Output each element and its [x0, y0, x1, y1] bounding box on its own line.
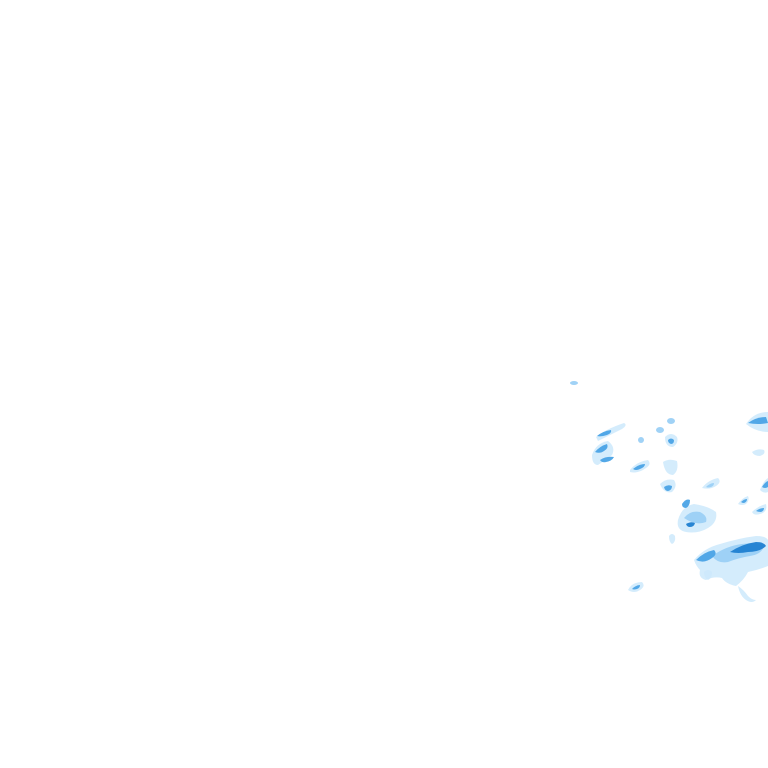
precip-cell: [597, 430, 612, 437]
precip-cell: [633, 464, 645, 470]
precip-cell: [595, 444, 608, 453]
precip-cell: [738, 586, 756, 602]
precip-cell: [632, 585, 640, 590]
precip-cell: [704, 570, 712, 580]
precip-cell: [664, 485, 672, 491]
precip-cell: [696, 550, 716, 562]
precip-cell: [669, 534, 676, 544]
precip-cell: [663, 459, 678, 475]
precip-cell: [638, 437, 644, 443]
precip-cell: [702, 478, 720, 489]
precip-cell: [656, 427, 664, 433]
precip-cell: [686, 522, 695, 527]
precip-cell: [762, 481, 768, 488]
precip-cell: [748, 417, 768, 424]
precip-cell: [684, 511, 707, 524]
precip-cell: [756, 508, 764, 512]
precip-cell: [592, 441, 614, 465]
precip-cell: [730, 542, 766, 553]
precip-cell: [752, 449, 765, 456]
precip-cell: [668, 438, 674, 444]
precip-cell: [667, 418, 675, 424]
precip-cell: [741, 499, 747, 503]
precip-cell: [706, 483, 714, 488]
precipitation-layer: [570, 381, 768, 602]
precip-cell: [570, 381, 578, 385]
precip-cell: [600, 456, 614, 463]
precip-cell: [682, 499, 690, 508]
